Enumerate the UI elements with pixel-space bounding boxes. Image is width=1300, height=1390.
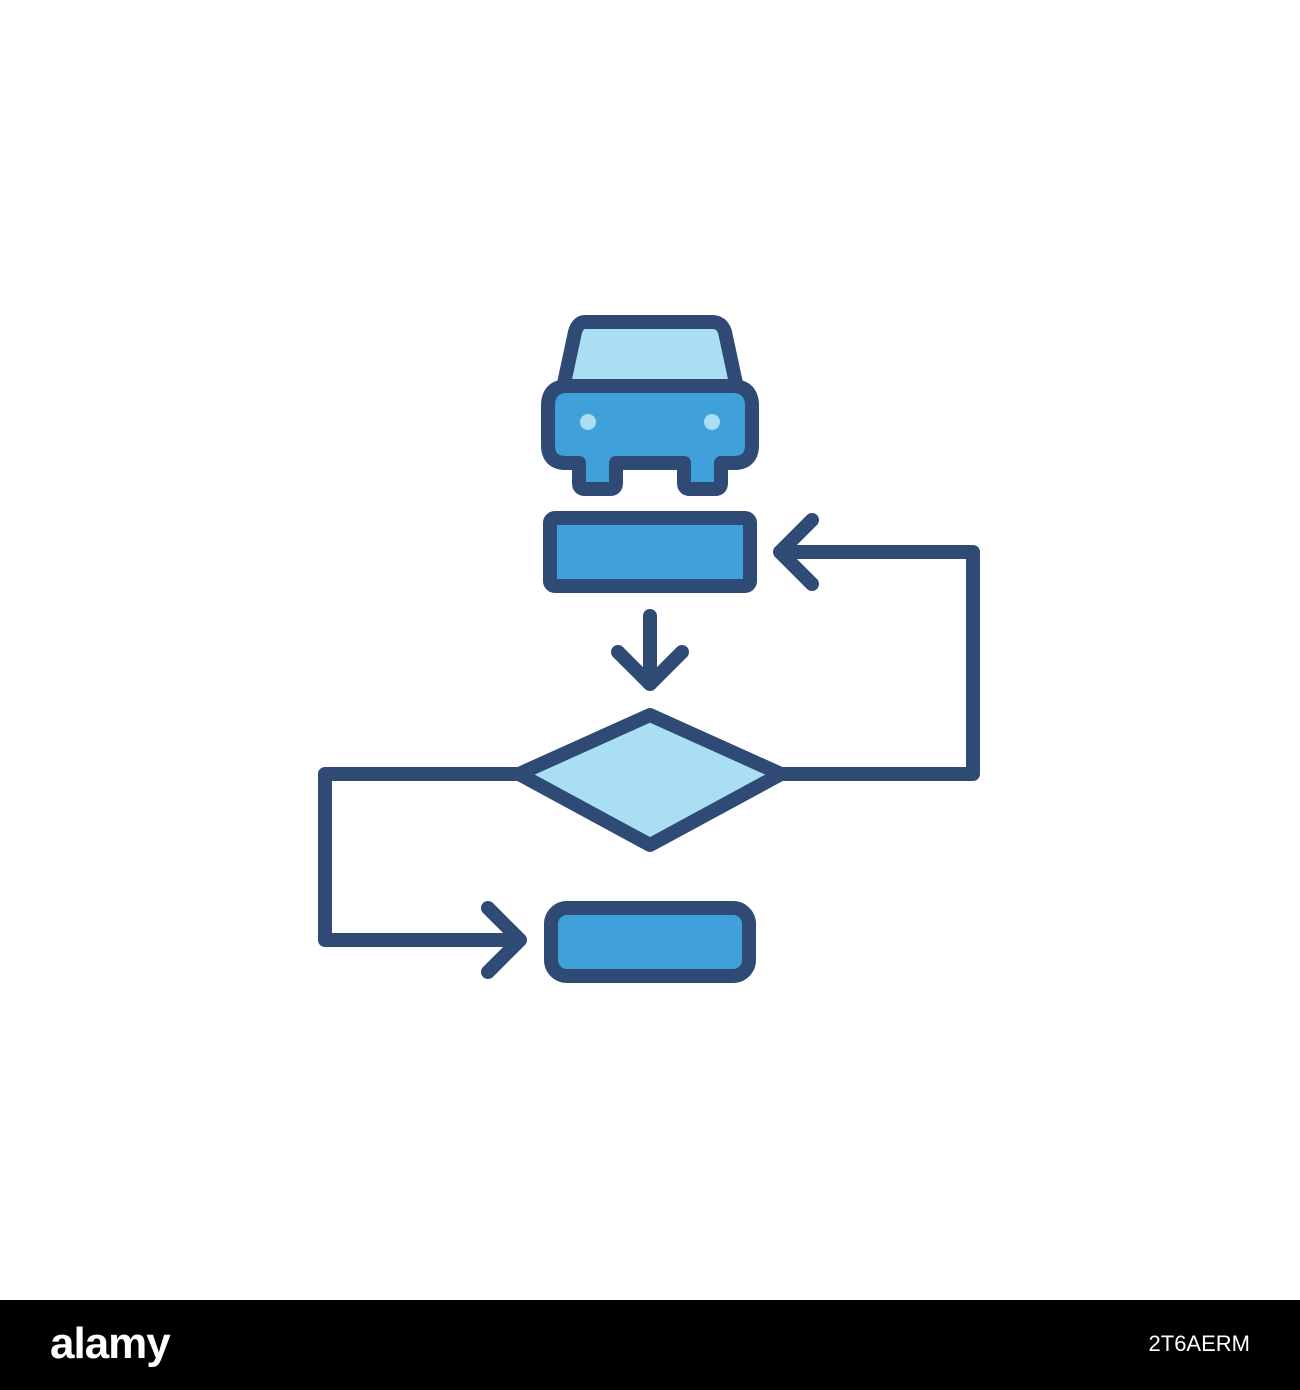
loop-back-arrow-head bbox=[773, 513, 819, 591]
process-box bbox=[543, 511, 757, 593]
loop-back-arrow bbox=[776, 545, 980, 781]
footer-bar: alamy 2T6AERM bbox=[0, 1300, 1300, 1390]
left-headlight bbox=[580, 414, 596, 430]
car-body bbox=[541, 379, 759, 496]
left-connector bbox=[318, 767, 525, 947]
down-arrow-head bbox=[611, 645, 689, 691]
car-windshield bbox=[556, 315, 744, 395]
flow-connectors bbox=[318, 513, 980, 979]
car-flowchart-icon bbox=[318, 315, 980, 983]
icon-canvas bbox=[318, 315, 980, 983]
decision-diamond bbox=[512, 708, 788, 852]
alamy-logo: alamy bbox=[50, 1319, 171, 1368]
terminal-box bbox=[544, 901, 756, 983]
right-headlight bbox=[704, 414, 720, 430]
right-arrow-head bbox=[481, 901, 527, 979]
car-icon bbox=[541, 315, 759, 496]
image-id: 2T6AERM bbox=[1148, 1331, 1250, 1356]
